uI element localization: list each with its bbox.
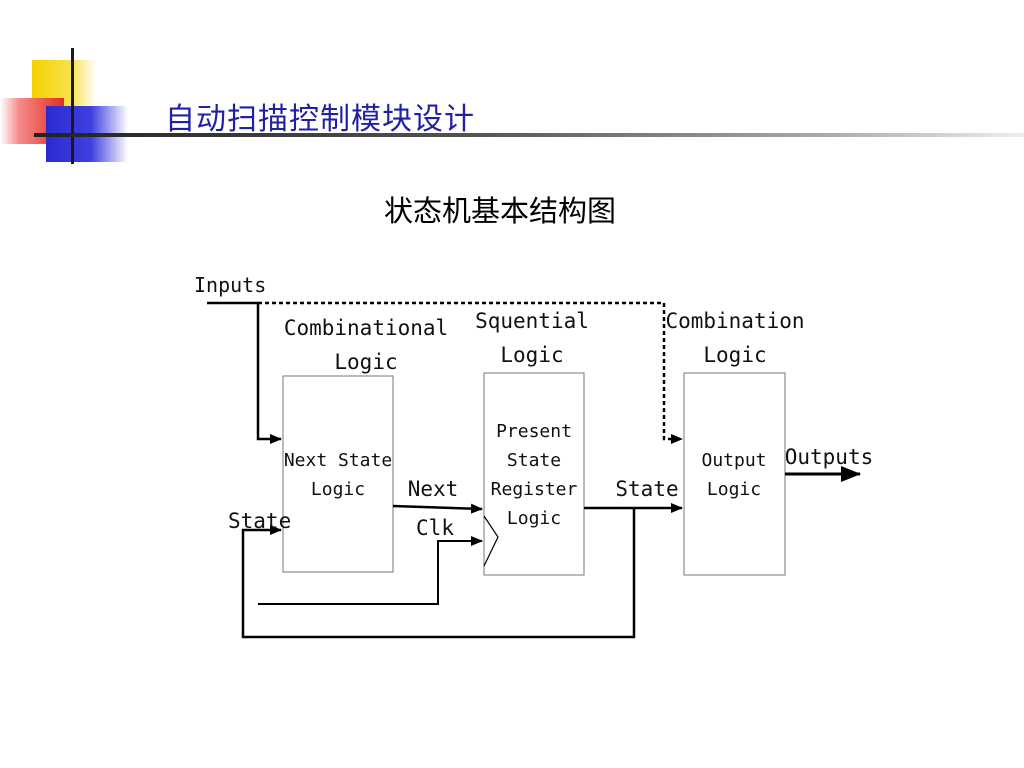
- next-state-logic-block: [282, 375, 394, 573]
- combinational-label: Combinational: [284, 316, 448, 340]
- diagram-title: 状态机基本结构图: [383, 194, 616, 228]
- decor-vertical-line: [71, 48, 74, 164]
- state-label: State: [615, 477, 678, 501]
- next-state-wire: [392, 503, 483, 514]
- register-block-line-3: Register: [491, 479, 578, 500]
- sequential-logic-label: Logic: [500, 343, 563, 367]
- next-state-block-line-1: Next State: [284, 450, 392, 471]
- register-block-line-1: Present: [496, 421, 572, 442]
- clk-label: Clk: [416, 516, 454, 540]
- register-block-line-4: Logic: [507, 508, 561, 529]
- clock-wire: [258, 536, 483, 605]
- next-state-block-line-2: Logic: [311, 479, 365, 500]
- output-block-line-2: Logic: [707, 479, 761, 500]
- slide-title: 自动扫描控制模块设计: [165, 102, 475, 137]
- inputs-label: Inputs: [194, 273, 266, 297]
- output-block-line-1: Output: [701, 450, 766, 471]
- register-block-line-2: State: [507, 450, 561, 471]
- clock-input-triangle: [483, 515, 499, 567]
- combination-logic-label: Logic: [703, 343, 766, 367]
- sequential-label: Squential: [475, 309, 589, 333]
- outputs-label: Outputs: [785, 445, 874, 469]
- combination-label: Combination: [665, 309, 804, 333]
- inputs-to-output-dashed-wire: [258, 301, 683, 444]
- title-underline: [34, 133, 1024, 137]
- state-feedback-label: State: [228, 509, 291, 533]
- inputs-to-next-state-wire: [207, 301, 282, 444]
- combinational-logic-label: Logic: [334, 350, 397, 374]
- next-label: Next: [408, 477, 459, 501]
- state-feedback-wire: [241, 508, 636, 639]
- output-logic-block: [683, 372, 786, 576]
- state-register-block: [483, 372, 585, 576]
